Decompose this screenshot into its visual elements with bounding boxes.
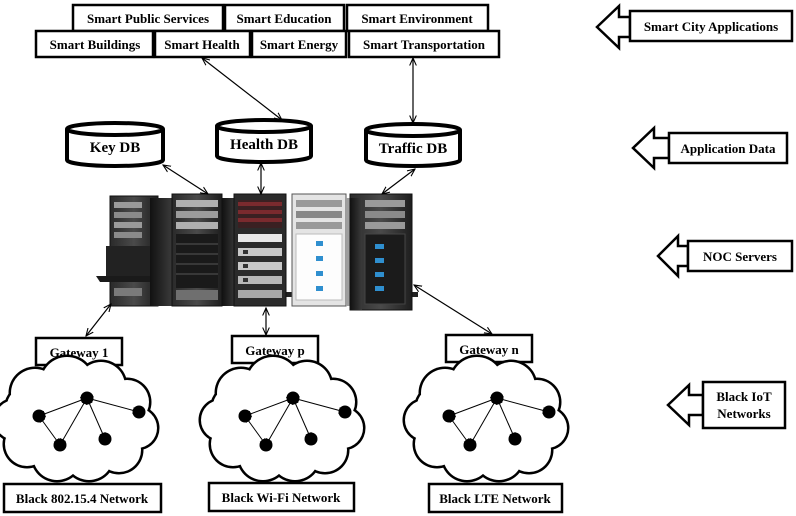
network-label: Black 802.15.4 Network	[16, 491, 149, 506]
network-node	[490, 391, 504, 405]
layer-application-data: Application Data	[631, 125, 789, 171]
app-smart-energy: Smart Energy	[250, 29, 348, 59]
network-node	[132, 405, 146, 419]
database-traffic-db: Traffic DB	[364, 122, 462, 168]
network-node	[304, 432, 318, 446]
network-node	[442, 409, 456, 423]
layer-label-line-1: Black IoT	[716, 389, 772, 404]
server-rack-1	[96, 195, 172, 307]
server-rack-3	[233, 193, 287, 307]
app-smart-education: Smart Education	[223, 3, 346, 33]
app-label: Smart Transportation	[363, 37, 486, 52]
gateway-n: Gateway n	[444, 333, 534, 364]
app-label: Smart Energy	[260, 37, 339, 52]
link-health-app-healthdb	[202, 58, 282, 120]
database-label: Traffic DB	[379, 141, 447, 157]
app-smart-public-services: Smart Public Services	[71, 3, 225, 33]
layer-smart-city-applications: Smart City Applications	[595, 3, 794, 51]
network-node	[53, 438, 67, 452]
network-node	[338, 405, 352, 419]
network-link	[266, 398, 293, 445]
app-smart-environment: Smart Environment	[345, 3, 490, 33]
smart-city-applications: Smart Public Services Smart Education Sm…	[34, 3, 501, 59]
left-arrow-icon	[631, 125, 671, 171]
network-node	[238, 409, 252, 423]
app-label: Smart Health	[164, 37, 240, 52]
noc-server-racks	[96, 193, 418, 311]
network-node	[32, 409, 46, 423]
left-arrow-icon	[666, 382, 705, 428]
network-link	[470, 398, 497, 445]
layer-label: Application Data	[681, 141, 776, 156]
app-smart-buildings: Smart Buildings	[34, 29, 155, 59]
network-node	[463, 438, 477, 452]
database-label: Key DB	[90, 140, 140, 156]
left-arrow-icon	[656, 232, 690, 280]
link-keydb-servers	[163, 165, 208, 194]
app-smart-transportation: Smart Transportation	[347, 29, 501, 59]
network-link	[497, 398, 515, 439]
app-label: Smart Environment	[361, 11, 473, 26]
app-label: Smart Buildings	[50, 37, 141, 52]
network-node	[80, 391, 94, 405]
network-link	[60, 398, 87, 445]
network-link	[87, 398, 105, 439]
cloud-lte-network	[402, 354, 570, 483]
network-node	[259, 438, 273, 452]
server-rack-4	[291, 193, 356, 307]
server-rack-5	[349, 193, 413, 311]
layer-black-iot-networks: Black IoT Networks	[666, 380, 787, 430]
network-label-lte: Black LTE Network	[427, 482, 564, 514]
link-gatewayn-servers	[414, 285, 492, 334]
cloud-wifi-network	[198, 354, 366, 483]
layer-noc-servers: NOC Servers	[656, 232, 794, 280]
link-trafficdb-servers	[382, 169, 415, 194]
network-label-802154: Black 802.15.4 Network	[2, 482, 163, 514]
network-label: Black Wi-Fi Network	[222, 490, 341, 505]
network-node	[98, 432, 112, 446]
app-label: Smart Public Services	[87, 11, 209, 26]
network-link	[293, 398, 311, 439]
layer-label: NOC Servers	[703, 249, 777, 264]
app-smart-health: Smart Health	[153, 29, 252, 59]
gateway-label: Gateway n	[459, 342, 519, 357]
link-gateway1-servers	[86, 304, 111, 336]
connector-arrows	[86, 58, 492, 336]
network-node	[542, 405, 556, 419]
black-iot-networks	[0, 354, 570, 483]
database-label: Health DB	[230, 137, 298, 153]
cloud-802154-network	[0, 354, 160, 483]
app-label: Smart Education	[237, 11, 333, 26]
network-node	[286, 391, 300, 405]
left-arrow-icon	[595, 3, 632, 51]
database-health-db: Health DB	[215, 118, 313, 164]
network-label-wifi: Black Wi-Fi Network	[207, 481, 356, 513]
server-rack-2	[171, 193, 236, 307]
network-node	[508, 432, 522, 446]
layer-label-line-2: Networks	[717, 406, 770, 421]
database-key-db: Key DB	[65, 121, 165, 168]
gateway-label: Gateway p	[245, 343, 305, 358]
layer-label: Smart City Applications	[644, 19, 778, 34]
network-label: Black LTE Network	[439, 491, 551, 506]
